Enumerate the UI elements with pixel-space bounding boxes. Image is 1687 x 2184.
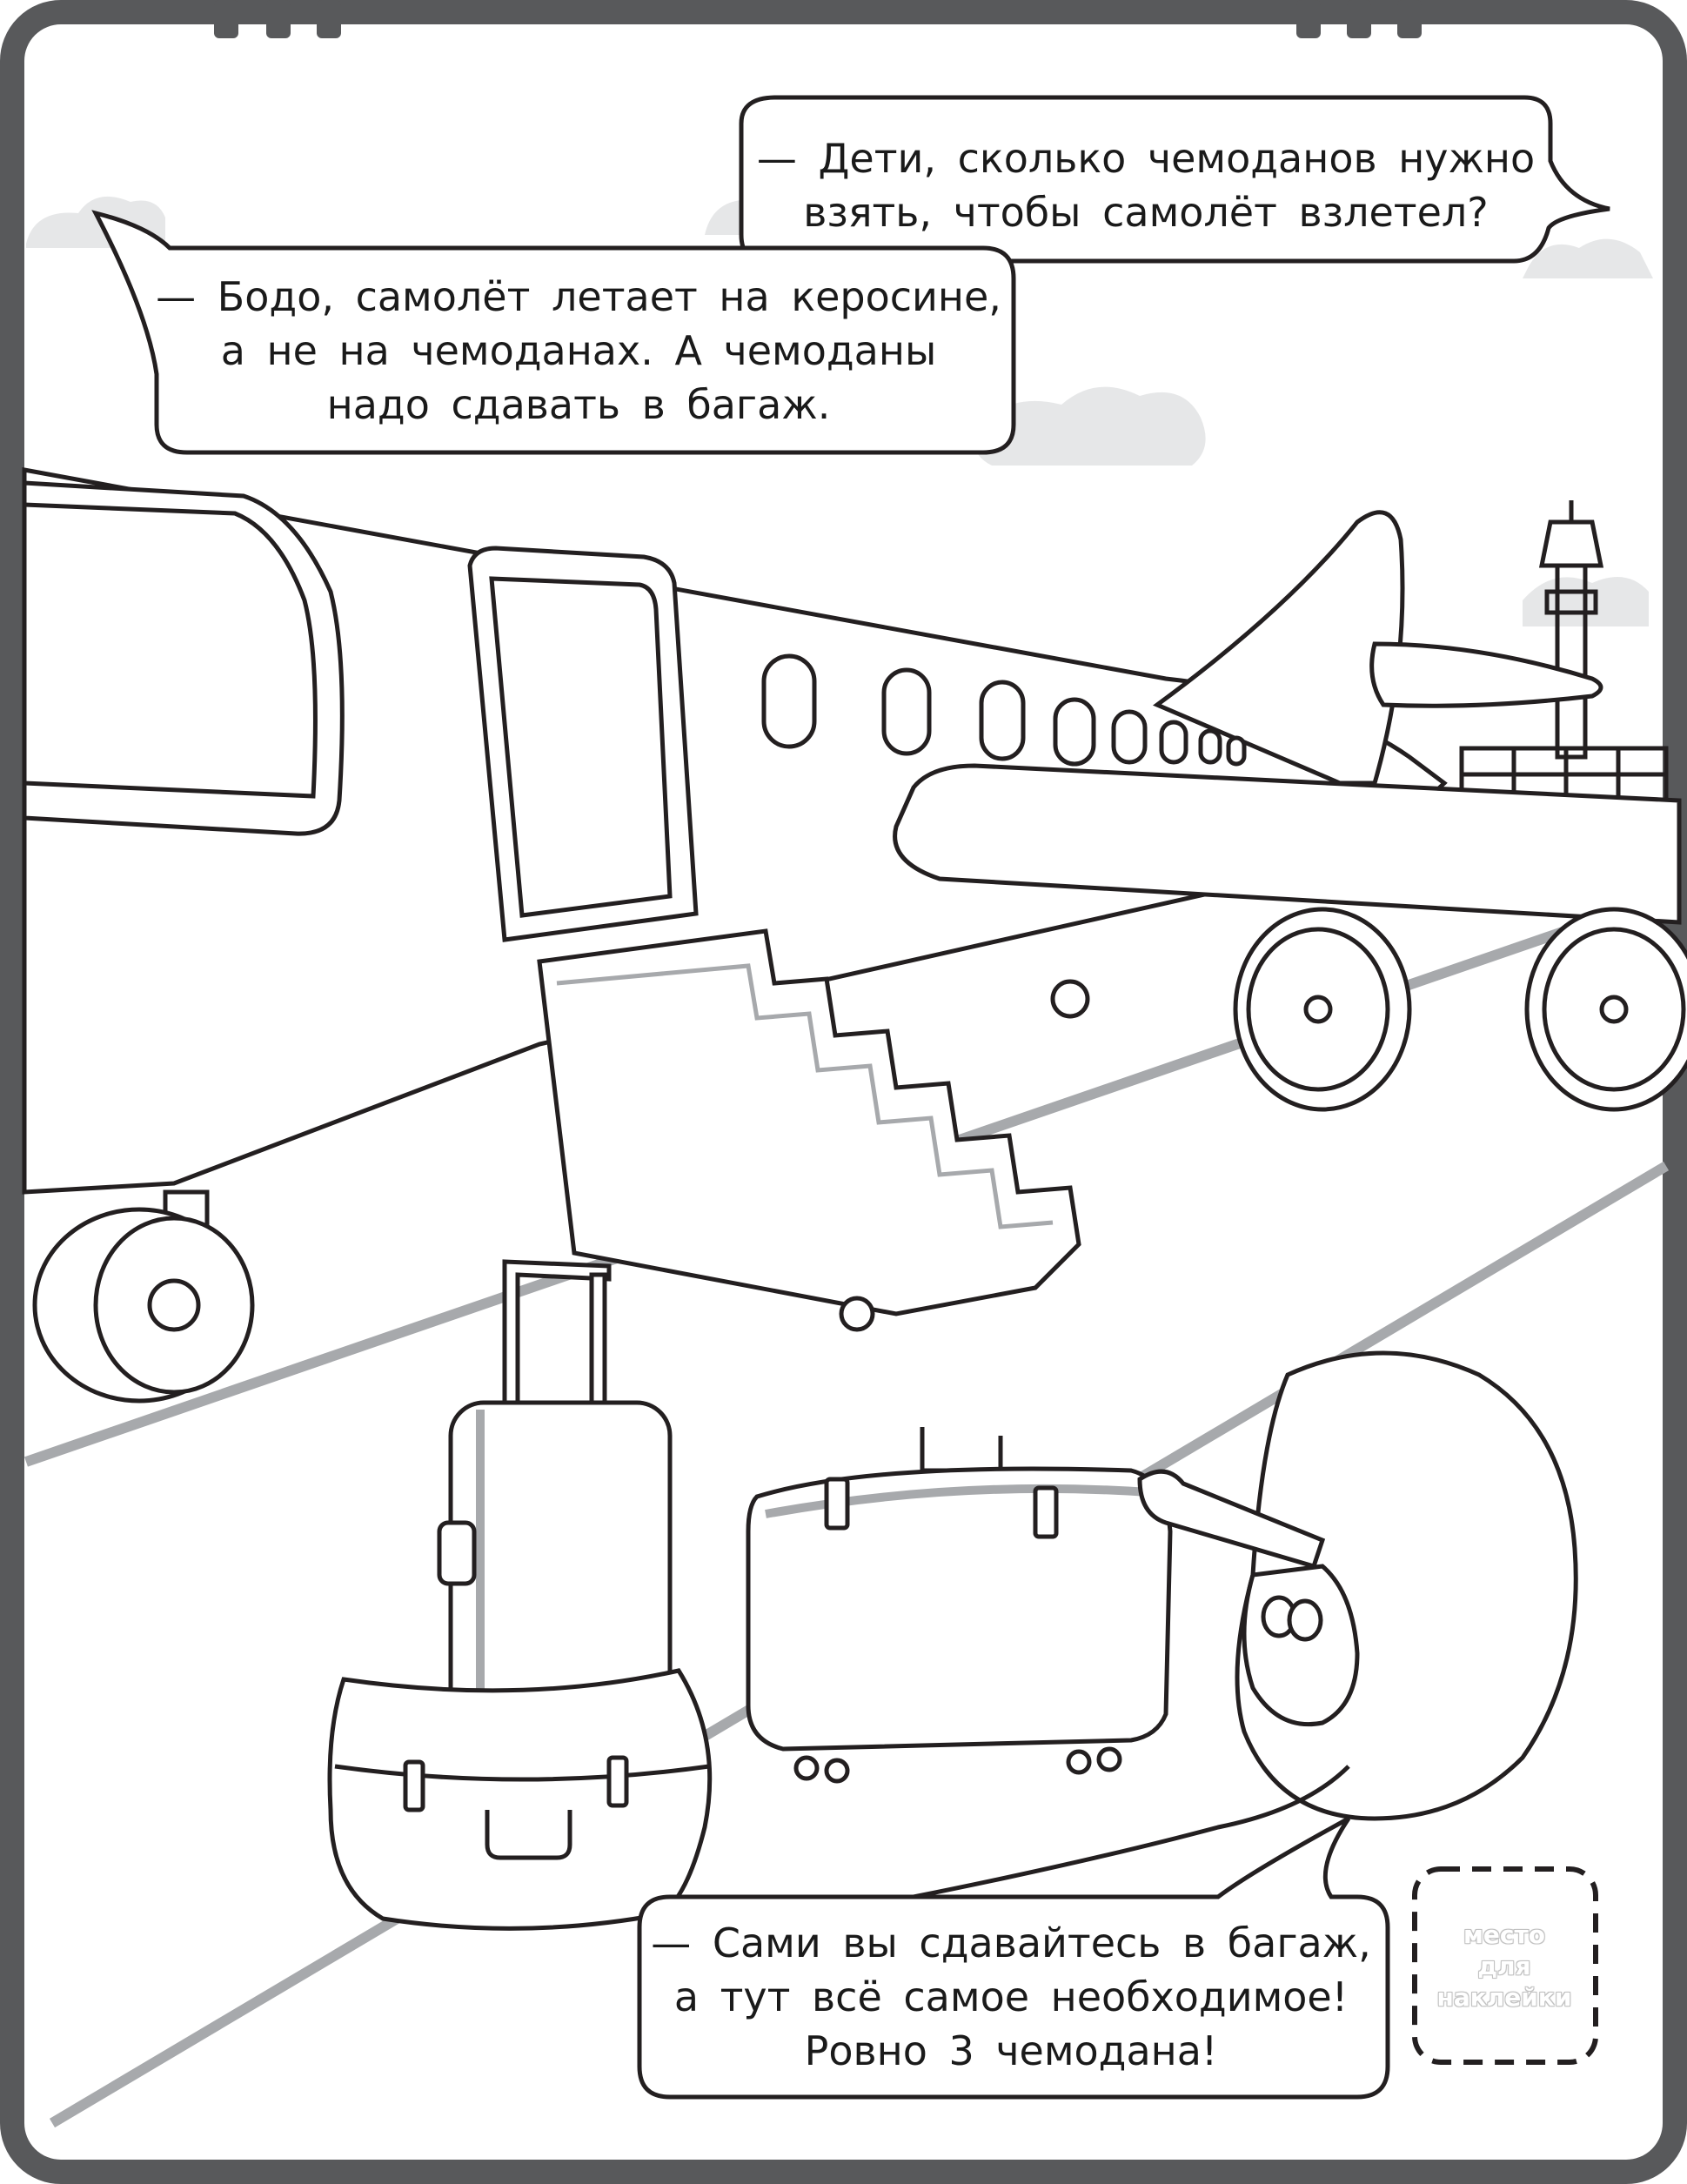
speech-bubble-top-right: — Дети, сколько чемоданов нужно взять, ч… — [756, 111, 1536, 259]
rolling-suitcase — [437, 1259, 673, 1727]
bubble-bottom-line-3: Ровно 3 чемодана! — [804, 2027, 1218, 2074]
airplane — [22, 467, 1682, 1195]
bubble-bottom-line-1: — Сами вы сдавайтесь в багаж, — [651, 1919, 1371, 1966]
bubble-top-left-line-2: а не на чемоданах. А чемоданы — [220, 327, 937, 374]
bubble-top-right-line-1: — Дети, сколько чемоданов нужно — [756, 135, 1536, 182]
left-suitcase — [327, 1668, 713, 1931]
right-suitcase — [746, 1427, 1173, 1784]
speech-bubble-bottom: — Сами вы сдавайтесь в багаж, а тут всё … — [646, 1897, 1376, 2097]
bubble-top-left-line-1: — Бодо, самолёт летает на керосине, — [156, 273, 1001, 320]
speech-bubble-shapes — [91, 95, 1610, 2100]
bubble-top-right-shape — [739, 95, 1610, 264]
bubble-top-right-line-2: взять, чтобы самолёт взлетел? — [803, 189, 1489, 236]
sticker-label-line-3: наклейки — [1436, 1983, 1572, 2012]
airplane-engines — [1233, 907, 1687, 1112]
airplane-windows — [761, 653, 1247, 767]
sticker-label-line-1: место — [1463, 1920, 1545, 1949]
front-landing-gear — [32, 979, 1090, 1404]
speech-bubble-top-left: — Бодо, самолёт летает на керосине, а не… — [150, 258, 1008, 444]
sticker-label-line-2: для — [1477, 1952, 1531, 1980]
bubble-top-left-shape — [91, 210, 1016, 455]
bubble-bottom-shape — [637, 1816, 1390, 2100]
binder-tabs — [214, 0, 1422, 38]
bubble-bottom-line-2: а тут всё самое необходимое! — [673, 1973, 1349, 2020]
bubble-top-left-line-3: надо сдавать в багаж. — [326, 381, 831, 428]
character-bodo — [913, 1350, 1578, 1899]
stairs — [537, 928, 1081, 1332]
sticker-label: место для наклейки — [1413, 1871, 1596, 2062]
sticker-placeholder[interactable] — [1412, 1866, 1598, 2065]
